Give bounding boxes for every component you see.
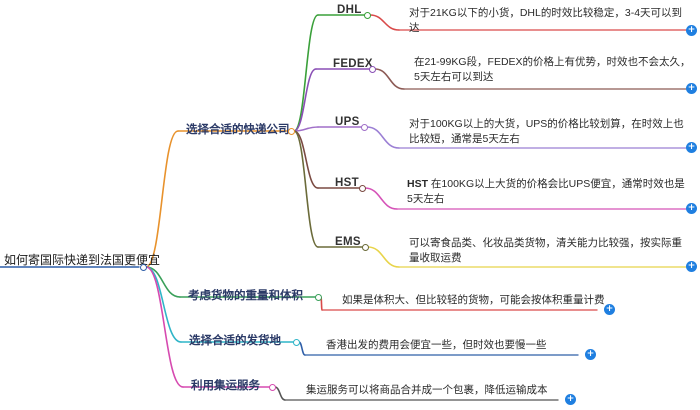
branch-label-2[interactable]: 考虑货物的重量和体积 (185, 287, 306, 305)
expand-button-ems[interactable]: + (686, 261, 697, 272)
branch-connector-3[interactable] (292, 338, 300, 346)
carrier-detail-text-hst: 在100KG以上大货的价格会比UPS便宜，通常时效也是5天左右 (407, 178, 685, 205)
root-node-text: 如何寄国际快递到法国更便宜 (4, 253, 161, 267)
branch-label-3[interactable]: 选择合适的发货地 (186, 332, 284, 350)
expand-button-hst[interactable]: + (686, 203, 697, 214)
carrier-detail-hst: HST 在100KG以上大货的价格会比UPS便宜，通常时效也是5天左右 (403, 177, 691, 209)
carrier-label-ems[interactable]: EMS (332, 236, 364, 250)
branch-label-text-2: 考虑货物的重量和体积 (188, 290, 303, 302)
carrier-label-hst[interactable]: HST (332, 177, 362, 191)
carrier-connector-ups[interactable] (360, 123, 368, 131)
branch-connector-2[interactable] (314, 293, 322, 301)
carrier-detail-dhl: 对于21KG以下的小货，DHL的时效比较稳定，3-4天可以到达 (405, 6, 693, 38)
carrier-detail-text-fedex: 在21-99KG段，FEDEX的价格上有优势，时效也不会太久，5天左右可以到达 (414, 56, 691, 83)
expand-button-ups[interactable]: + (686, 142, 697, 153)
expand-button-branch-3[interactable]: + (585, 349, 596, 360)
carrier-connector-ems[interactable] (361, 243, 369, 251)
carrier-detail-ups: 对于100KG以上的大货，UPS的价格比较划算，在时效上也比较短，通常是5天左右 (405, 117, 693, 149)
carrier-connector-fedex[interactable] (368, 65, 376, 73)
carrier-label-dhl[interactable]: DHL (334, 4, 365, 18)
branch-connector-1[interactable] (287, 127, 295, 135)
expand-button-dhl[interactable]: + (686, 25, 697, 36)
expand-button-branch-4[interactable]: + (565, 394, 576, 405)
branch-detail-text-4: 集运服务可以将商品合并成一个包裹，降低运输成本 (306, 384, 548, 396)
carrier-label-text-hst: HST (335, 177, 359, 189)
carrier-label-text-dhl: DHL (337, 4, 362, 16)
expand-button-fedex[interactable]: + (686, 83, 697, 94)
branch-label-4[interactable]: 利用集运服务 (188, 377, 263, 395)
branch-label-text-3: 选择合适的发货地 (189, 335, 281, 347)
carrier-label-fedex[interactable]: FEDEX (330, 58, 376, 72)
carrier-label-text-fedex: FEDEX (333, 58, 373, 70)
branch-label-text-4: 利用集运服务 (191, 380, 260, 392)
carrier-label-text-ems: EMS (335, 236, 361, 248)
carrier-detail-prefix: HST (407, 178, 428, 190)
carrier-detail-text-ems: 可以寄食品类、化妆品类货物，清关能力比较强，按实际重量收取运费 (409, 237, 682, 264)
carrier-detail-text-ups: 对于100KG以上的大货，UPS的价格比较划算，在时效上也比较短，通常是5天左右 (409, 118, 684, 145)
branch-label-text-1: 选择合适的快递公司 (186, 124, 290, 136)
carrier-detail-ems: 可以寄食品类、化妆品类货物，清关能力比较强，按实际重量收取运费 (405, 236, 693, 268)
branch-detail-2: 如果是体积大、但比较轻的货物，可能会按体积重量计费 (338, 293, 609, 310)
branch-connector-4[interactable] (268, 383, 276, 391)
branch-detail-text-2: 如果是体积大、但比较轻的货物，可能会按体积重量计费 (342, 294, 605, 306)
root-node-label: 如何寄国际快递到法国更便宜 (2, 251, 162, 270)
carrier-detail-text-dhl: 对于21KG以下的小货，DHL的时效比较稳定，3-4天可以到达 (409, 7, 683, 34)
carrier-connector-dhl[interactable] (363, 11, 371, 19)
carrier-label-ups[interactable]: UPS (332, 116, 363, 130)
carrier-connector-hst[interactable] (358, 184, 366, 192)
branch-detail-3: 香港出发的费用会便宜一些，但时效也要慢一些 (322, 338, 551, 355)
branch-label-1[interactable]: 选择合适的快递公司 (183, 121, 293, 139)
branch-detail-text-3: 香港出发的费用会便宜一些，但时效也要慢一些 (326, 339, 547, 351)
expand-button-branch-2[interactable]: + (604, 304, 615, 315)
carrier-label-text-ups: UPS (335, 116, 360, 128)
root-node-connector[interactable] (139, 263, 147, 271)
branch-detail-4: 集运服务可以将商品合并成一个包裹，降低运输成本 (302, 383, 552, 400)
carrier-detail-fedex: 在21-99KG段，FEDEX的价格上有优势，时效也不会太久，5天左右可以到达 (410, 55, 698, 87)
